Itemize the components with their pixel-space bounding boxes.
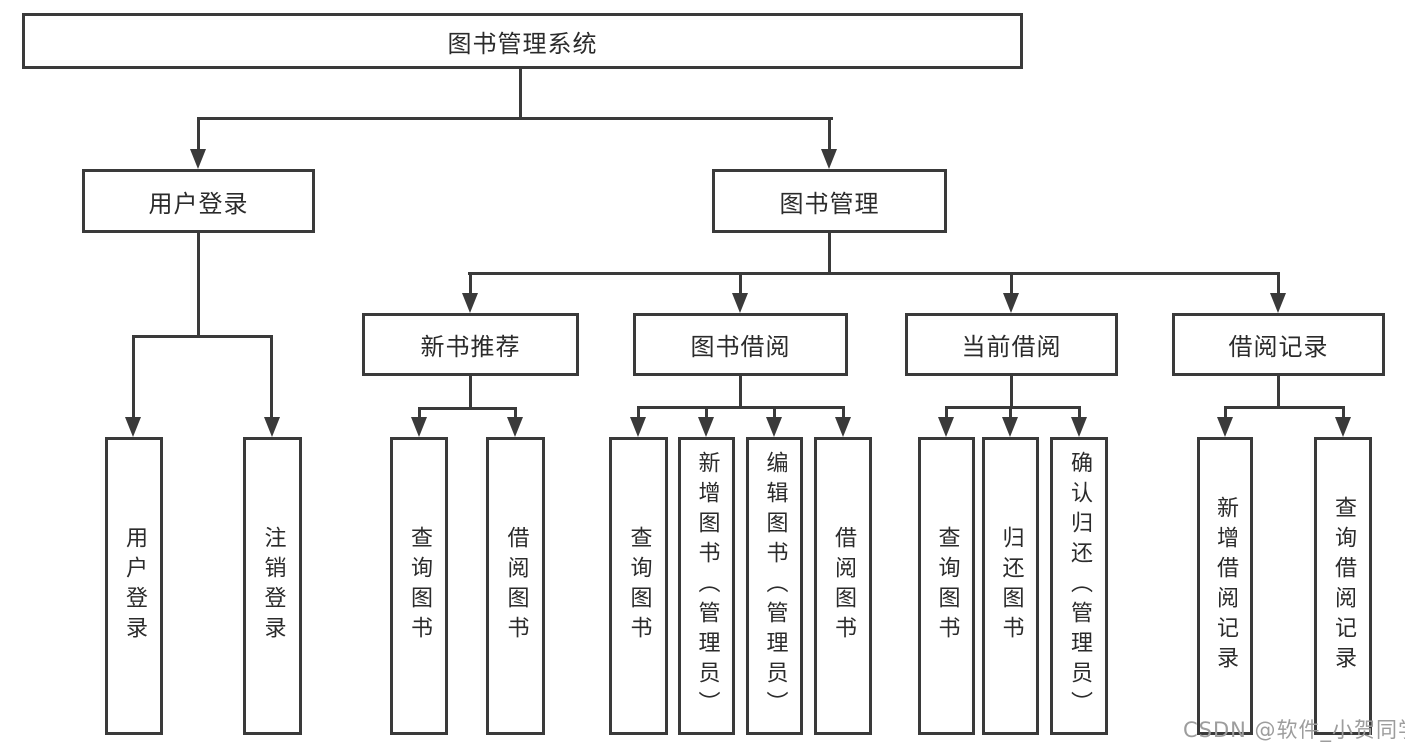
connector-hline	[418, 407, 516, 410]
node-book-borrow: 图书借阅	[633, 313, 848, 376]
arrowhead-down-icon	[1071, 417, 1087, 437]
arrowhead-down-icon	[1003, 293, 1019, 313]
connector-vline	[197, 233, 200, 335]
connector-vline	[469, 376, 472, 407]
node-current-borrow: 当前借阅	[905, 313, 1118, 376]
arrowhead-down-icon	[766, 417, 782, 437]
arrowhead-down-icon	[125, 417, 141, 437]
connector-hline	[132, 335, 273, 338]
leaf-query-borrow-record: 查询借阅记录	[1314, 437, 1372, 735]
node-book-management: 图书管理	[712, 169, 947, 233]
connector-vline	[1224, 406, 1227, 421]
arrowhead-down-icon	[835, 417, 851, 437]
connector-vline	[197, 117, 200, 153]
arrowhead-down-icon	[411, 417, 427, 437]
arrowhead-down-icon	[190, 149, 206, 169]
connector-vline	[1010, 376, 1013, 406]
connector-hline	[637, 406, 844, 409]
connector-hline	[1224, 406, 1345, 409]
connector-vline	[1010, 272, 1013, 297]
connector-vline	[773, 406, 776, 421]
connector-vline	[945, 406, 948, 421]
arrowhead-down-icon	[698, 417, 714, 437]
arrowhead-down-icon	[938, 417, 954, 437]
connector-vline	[132, 335, 135, 421]
connector-hline	[468, 272, 1280, 275]
arrowhead-down-icon	[462, 293, 478, 313]
connector-vline	[1009, 406, 1012, 421]
arrowhead-down-icon	[1217, 417, 1233, 437]
leaf-query-books-current: 查询图书	[918, 437, 975, 735]
connector-vline	[739, 376, 742, 406]
connector-vline	[828, 117, 831, 153]
leaf-borrow-books-recommend: 借阅图书	[486, 437, 545, 735]
connector-vline	[705, 406, 708, 421]
arrowhead-down-icon	[630, 417, 646, 437]
arrowhead-down-icon	[507, 417, 523, 437]
connector-vline	[270, 335, 273, 421]
leaf-confirm-return-admin: 确认归还（管理员）	[1050, 437, 1108, 735]
connector-vline	[1277, 376, 1280, 406]
connector-vline	[828, 233, 831, 272]
connector-vline	[418, 407, 421, 421]
arrowhead-down-icon	[732, 293, 748, 313]
node-library-management-system: 图书管理系统	[22, 13, 1023, 69]
connector-hline	[945, 406, 1081, 409]
connector-vline	[1342, 406, 1345, 421]
connector-vline	[842, 406, 845, 421]
leaf-add-borrow-record: 新增借阅记录	[1197, 437, 1253, 735]
arrowhead-down-icon	[1335, 417, 1351, 437]
leaf-borrow-books: 借阅图书	[814, 437, 872, 735]
watermark-text: CSDN @软件_小贺同学	[1183, 718, 1405, 742]
arrowhead-down-icon	[821, 149, 837, 169]
connector-vline	[739, 272, 742, 297]
node-new-book-recommend: 新书推荐	[362, 313, 579, 376]
arrowhead-down-icon	[1002, 417, 1018, 437]
leaf-query-books-borrow: 查询图书	[609, 437, 668, 735]
node-borrow-record: 借阅记录	[1172, 313, 1385, 376]
leaf-add-books-admin: 新增图书（管理员）	[678, 437, 735, 735]
connector-vline	[519, 69, 522, 117]
leaf-query-books-recommend: 查询图书	[390, 437, 448, 735]
node-user-login: 用户登录	[82, 169, 315, 233]
connector-hline	[197, 117, 833, 120]
arrowhead-down-icon	[264, 417, 280, 437]
connector-vline	[637, 406, 640, 421]
connector-vline	[469, 272, 472, 297]
leaf-return-books: 归还图书	[982, 437, 1039, 735]
arrowhead-down-icon	[1270, 293, 1286, 313]
connector-vline	[1277, 272, 1280, 297]
leaf-edit-books-admin: 编辑图书（管理员）	[746, 437, 803, 735]
leaf-user-login: 用户登录	[105, 437, 163, 735]
connector-vline	[1078, 406, 1081, 421]
connector-vline	[514, 407, 517, 421]
leaf-logout: 注销登录	[243, 437, 302, 735]
